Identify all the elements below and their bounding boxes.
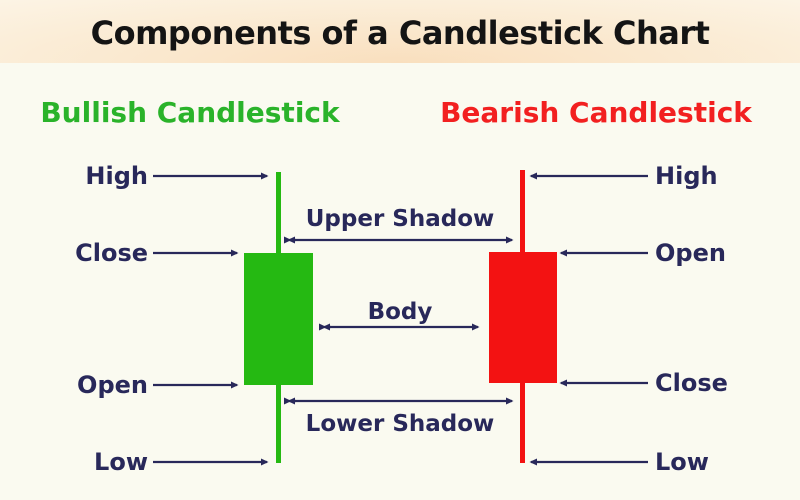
page-title: Components of a Candlestick Chart — [90, 14, 710, 52]
bullish-open-label: Open — [77, 371, 148, 399]
title-band — [0, 0, 800, 63]
bearish-heading: Bearish Candlestick — [440, 96, 752, 129]
bullish-low-label: Low — [94, 448, 148, 476]
bullish-candle-body — [244, 253, 313, 385]
bullish-close-label: Close — [75, 239, 148, 267]
upper-shadow-label: Upper Shadow — [305, 206, 495, 232]
bearish-candle-body — [489, 252, 557, 383]
body-label: Body — [367, 299, 433, 325]
bullish-heading: Bullish Candlestick — [40, 96, 340, 129]
bearish-low-label: Low — [655, 448, 709, 476]
bearish-close-label: Close — [655, 369, 728, 397]
bearish-high-label: High — [655, 162, 718, 190]
lower-shadow-label: Lower Shadow — [305, 411, 495, 437]
bearish-open-label: Open — [655, 239, 726, 267]
bullish-high-label: High — [85, 162, 148, 190]
